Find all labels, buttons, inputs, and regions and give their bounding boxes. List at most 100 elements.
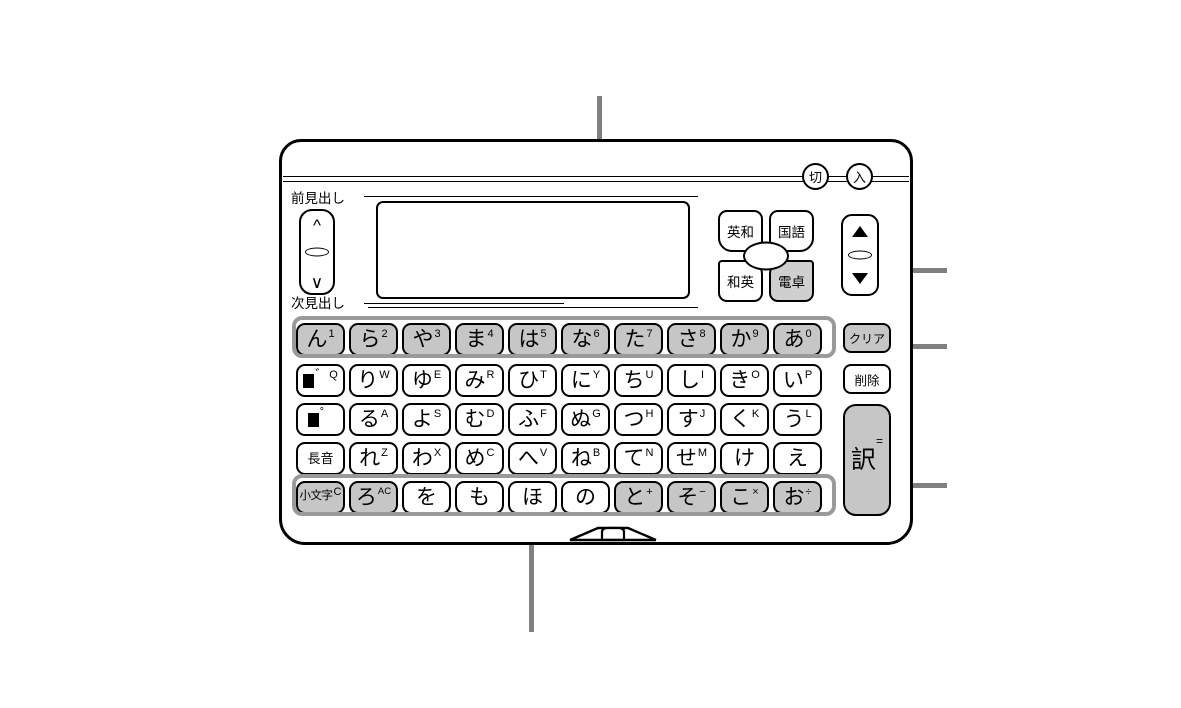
key-row-qwerty-bottom-9[interactable]: え xyxy=(773,442,822,475)
key-sup-label: G xyxy=(592,408,601,420)
power-off-label: 切 xyxy=(808,170,822,185)
key-main-label: こ xyxy=(730,485,752,509)
key-row-symbols-6[interactable]: と+ xyxy=(614,481,663,514)
key-sup-label: ÷ xyxy=(805,486,812,498)
key-sup-label: L xyxy=(805,408,812,420)
key-main-label: 長音 xyxy=(307,450,334,466)
mode-key-kokugo-label: 国語 xyxy=(778,225,805,240)
key-row-symbols-9[interactable]: お÷ xyxy=(773,481,822,514)
case-latch-icon xyxy=(568,524,658,544)
chevron-up-icon: ^ xyxy=(313,216,321,235)
key-delete-label: 削除 xyxy=(854,373,880,388)
key-sup-label: U xyxy=(645,369,654,381)
power-on-button[interactable]: 入 xyxy=(846,163,873,190)
power-on-label: 入 xyxy=(852,170,866,185)
key-row-qwerty-home-0[interactable]: ゜ xyxy=(296,403,345,436)
key-row-qwerty-bottom-8[interactable]: け xyxy=(720,442,769,475)
key-delete[interactable]: 削除 xyxy=(843,364,891,394)
mode-key-dentaku[interactable]: 電卓 xyxy=(769,260,814,302)
key-clear[interactable]: クリア xyxy=(843,323,891,353)
mode-key-eiwa-label: 英和 xyxy=(727,225,754,240)
key-main-label: ろ xyxy=(355,485,377,509)
key-main-label: て xyxy=(623,446,645,470)
key-sup-label: + xyxy=(646,486,653,498)
key-sup-label: 8 xyxy=(699,328,706,340)
key-main-label: ぬ xyxy=(570,407,592,431)
key-sup-label: M xyxy=(697,447,708,459)
key-main-label: れ xyxy=(359,446,381,470)
page-scroll-rocker[interactable] xyxy=(841,214,879,296)
key-row-symbols-2[interactable]: を xyxy=(402,481,451,514)
dakuten-square-icon xyxy=(303,373,315,388)
key-main-label: ち xyxy=(623,368,645,392)
key-sup-label: 0 xyxy=(805,328,812,340)
key-row-qwerty-top-0[interactable]: ゛Q xyxy=(296,364,345,397)
key-row-qwerty-bottom-0[interactable]: 長音 xyxy=(296,442,345,475)
key-sup-label: F xyxy=(540,408,547,420)
key-row-symbols-7[interactable]: そ− xyxy=(667,481,716,514)
key-main-label: お xyxy=(783,485,805,509)
key-row-symbols-4[interactable]: ほ xyxy=(508,481,557,514)
key-sup-label: 2 xyxy=(381,328,388,340)
key-sup-label: K xyxy=(751,408,760,420)
key-main-label: を xyxy=(416,485,437,509)
key-translate-label: 訳 xyxy=(850,445,876,474)
entry-scroll-rocker[interactable]: ^ ∨ xyxy=(299,209,335,295)
key-main-label: わ xyxy=(411,446,433,470)
top-rule-right xyxy=(873,176,909,177)
key-sup-label: AC xyxy=(377,486,392,497)
key-row-symbols-5[interactable]: の xyxy=(561,481,610,514)
key-sup-label: X xyxy=(433,447,442,459)
triangle-down-icon xyxy=(852,273,868,284)
key-main-label: く xyxy=(729,407,751,431)
key-row-symbols-8[interactable]: こ× xyxy=(720,481,769,514)
power-off-button[interactable]: 切 xyxy=(802,163,829,190)
key-translate[interactable]: 訳 = xyxy=(843,404,891,516)
key-main-label: と xyxy=(624,485,646,509)
prev-entry-rule xyxy=(364,196,564,197)
lcd-screen xyxy=(376,201,690,299)
key-main-label: さ xyxy=(677,327,699,351)
key-row-symbols-3[interactable]: も xyxy=(455,481,504,514)
